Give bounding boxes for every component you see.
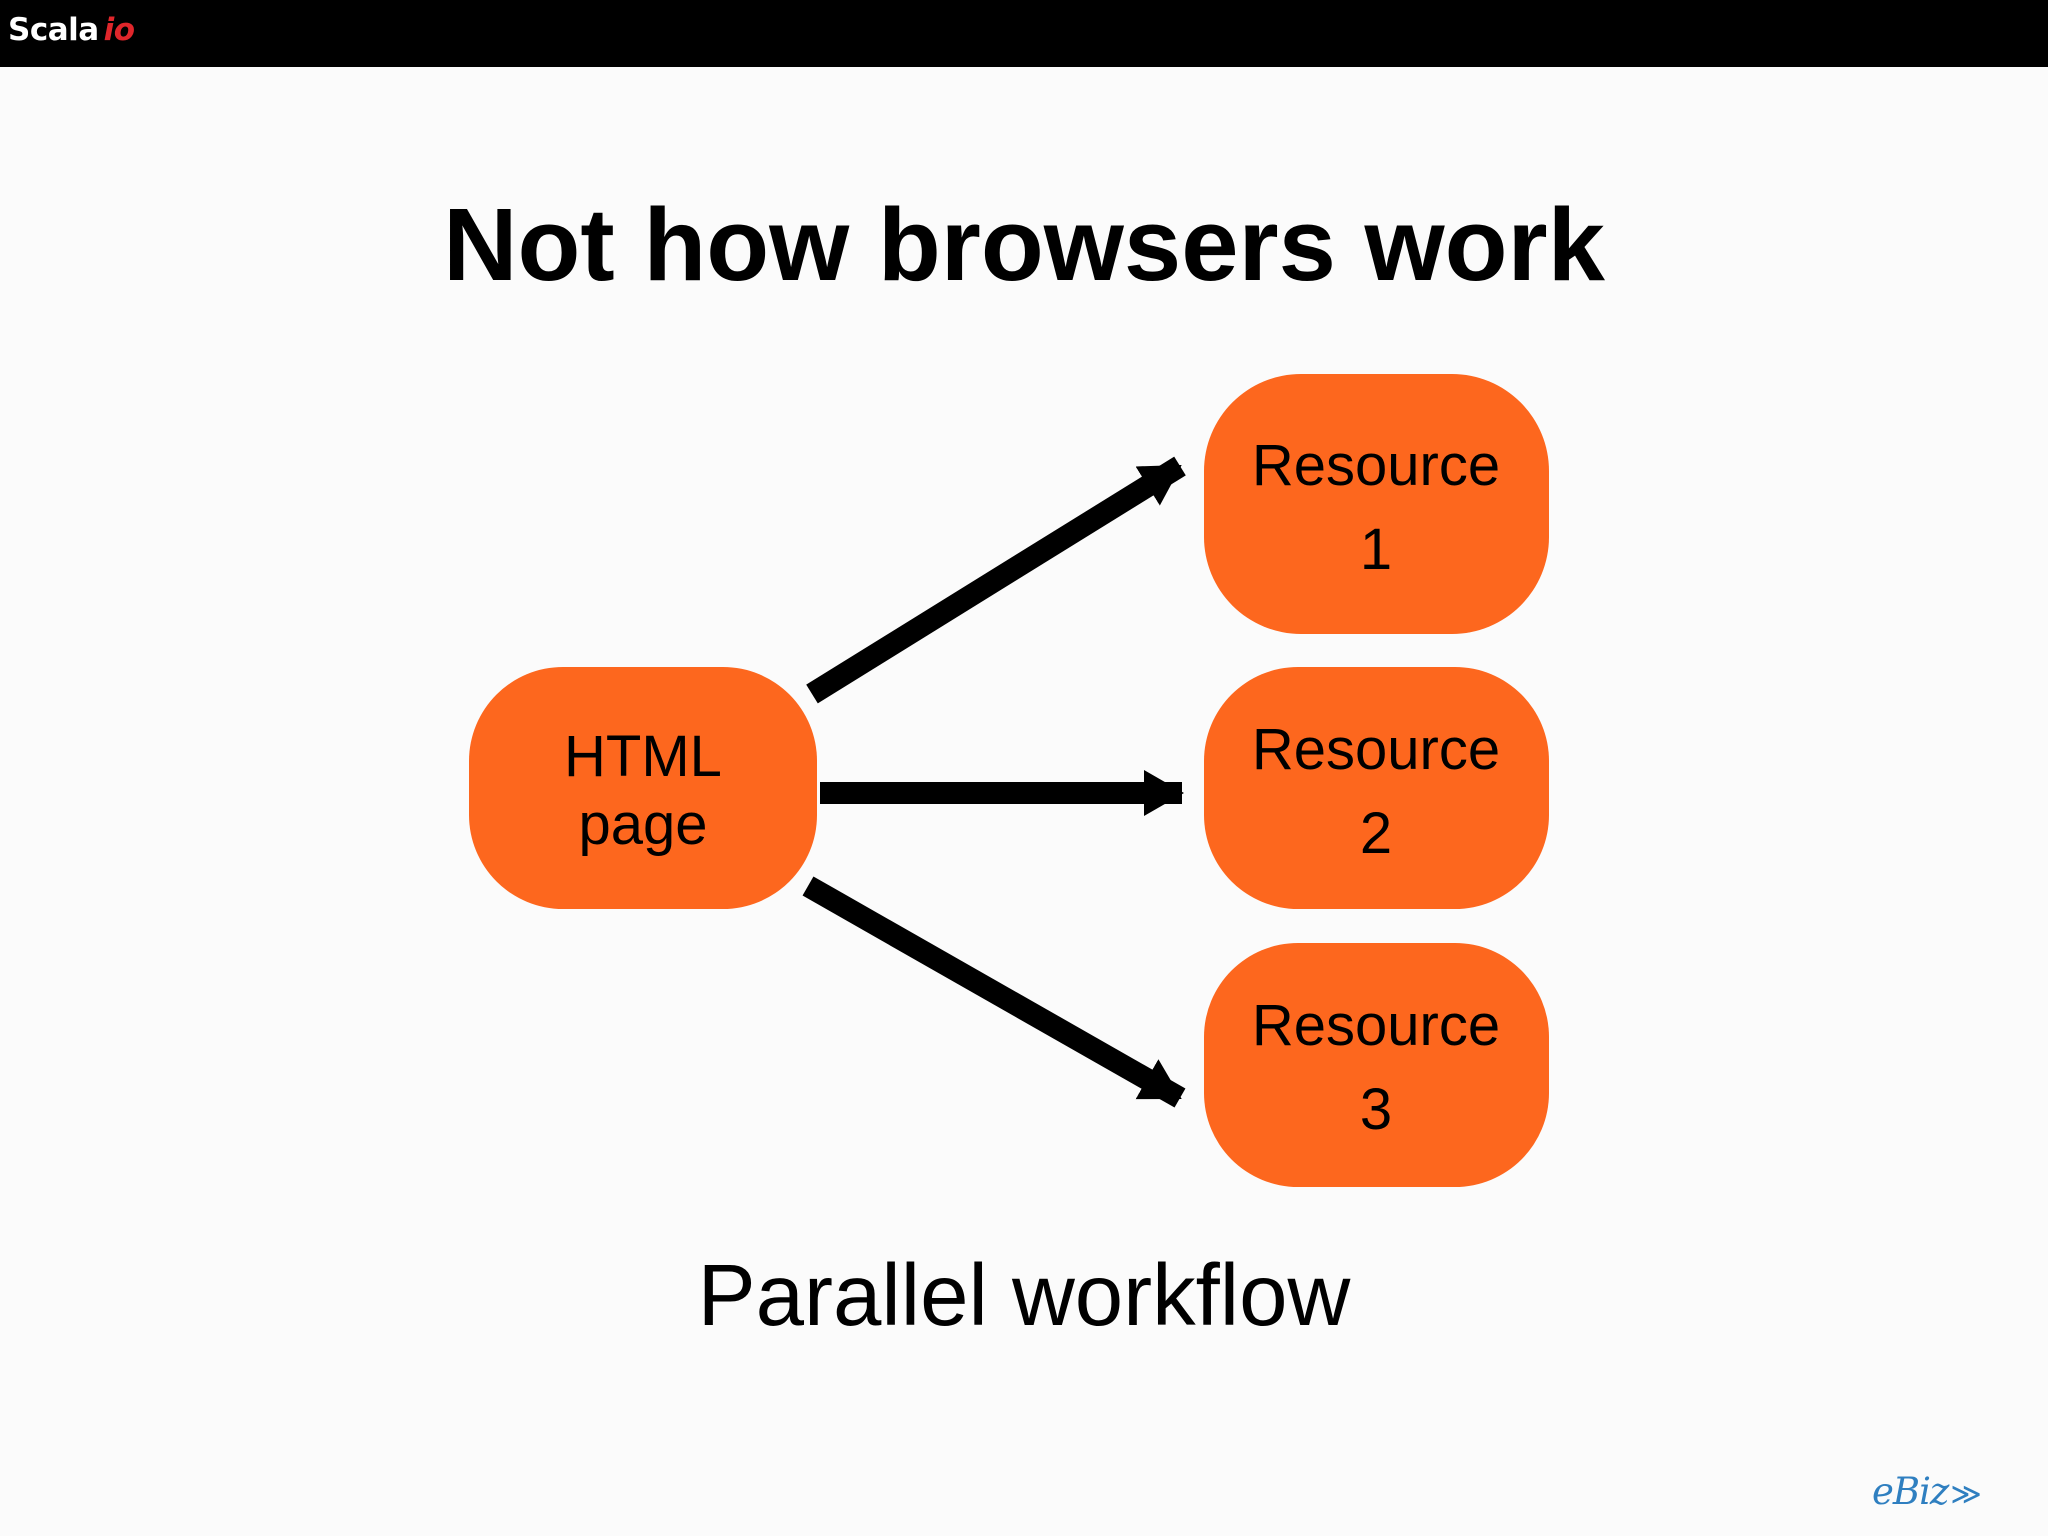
node-resource-1-line-1: Resource <box>1252 433 1500 498</box>
node-html-page-line-1: HTML <box>564 724 722 789</box>
brand-suffix: io <box>103 12 135 48</box>
node-resource-2-shape <box>1204 667 1549 909</box>
node-resource-1: Resource 1 <box>1204 374 1549 634</box>
node-resource-3-line-2: 3 <box>1360 1077 1392 1142</box>
brand-name: Scala <box>8 12 99 48</box>
node-resource-2-line-1: Resource <box>1252 717 1500 782</box>
wave-icon: ≫ <box>1950 1477 1981 1512</box>
ebiz-logo: eBiz≫ <box>1872 1470 1982 1513</box>
node-html-page-shape <box>469 667 817 909</box>
ebiz-logo-text: eBiz <box>1872 1470 1949 1513</box>
node-html-page-line-2: page <box>578 792 707 857</box>
node-resource-3-line-1: Resource <box>1252 993 1500 1058</box>
edges <box>802 456 1186 1108</box>
node-resource-1-shape <box>1204 374 1549 634</box>
edge-html-page-to-resource-3 <box>802 876 1186 1108</box>
node-resource-1-line-2: 1 <box>1360 517 1392 582</box>
node-html-page: HTML page <box>469 667 817 909</box>
node-resource-3-shape <box>1204 943 1549 1187</box>
slide-title: Not how browsers work <box>443 187 1605 302</box>
node-resource-2-line-2: 2 <box>1360 801 1392 866</box>
node-resource-2: Resource 2 <box>1204 667 1549 909</box>
slide-caption: Parallel workflow <box>697 1247 1351 1344</box>
node-resource-3: Resource 3 <box>1204 943 1549 1187</box>
edge-html-page-to-resource-1 <box>806 456 1186 704</box>
